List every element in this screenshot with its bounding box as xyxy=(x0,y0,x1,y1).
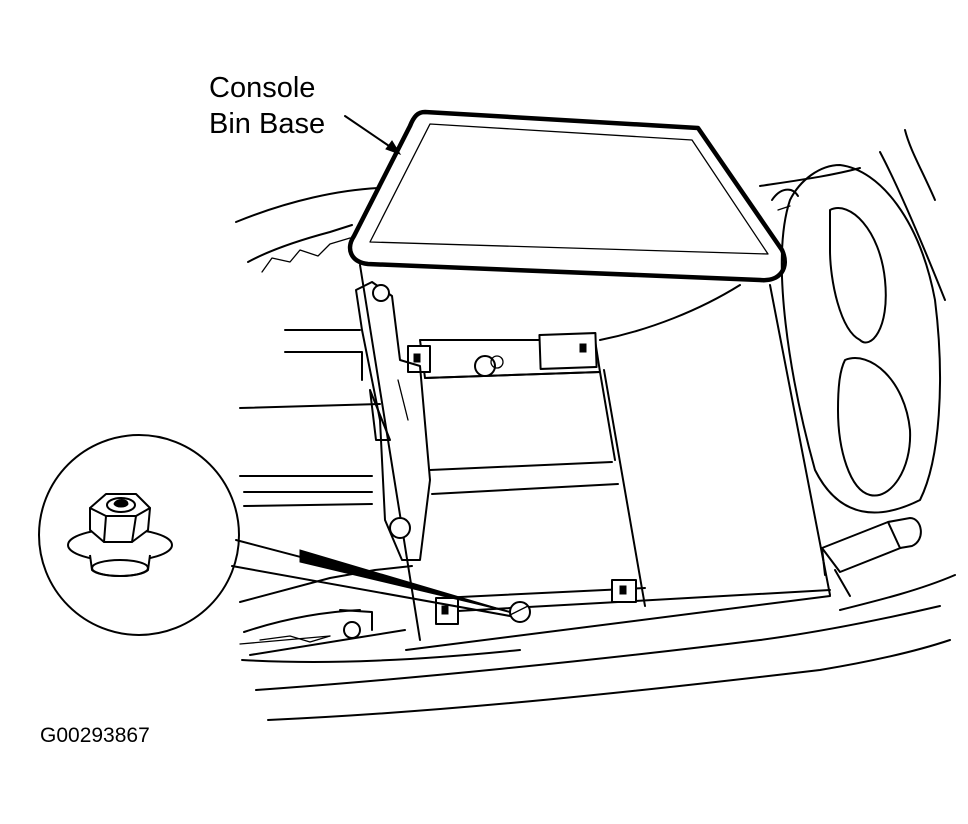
detail-circle xyxy=(38,434,511,636)
hinge-rod xyxy=(821,517,922,597)
left-panel-lines xyxy=(239,329,381,507)
figure-id: G00293867 xyxy=(40,724,150,747)
console-box xyxy=(359,264,831,651)
cup-holders xyxy=(771,164,941,514)
nut-bolt-detail-icon xyxy=(67,493,173,577)
callout-line-1: Console xyxy=(209,72,316,104)
left-bracket xyxy=(355,281,431,561)
lower-trim-lines xyxy=(239,565,956,721)
console-bin-base-label: Console Bin Base xyxy=(209,70,325,142)
callout-line-2: Bin Base xyxy=(209,108,326,140)
callout-leader xyxy=(344,115,402,155)
console-bin-base-lid xyxy=(347,109,787,283)
dashboard-outline xyxy=(235,129,946,301)
